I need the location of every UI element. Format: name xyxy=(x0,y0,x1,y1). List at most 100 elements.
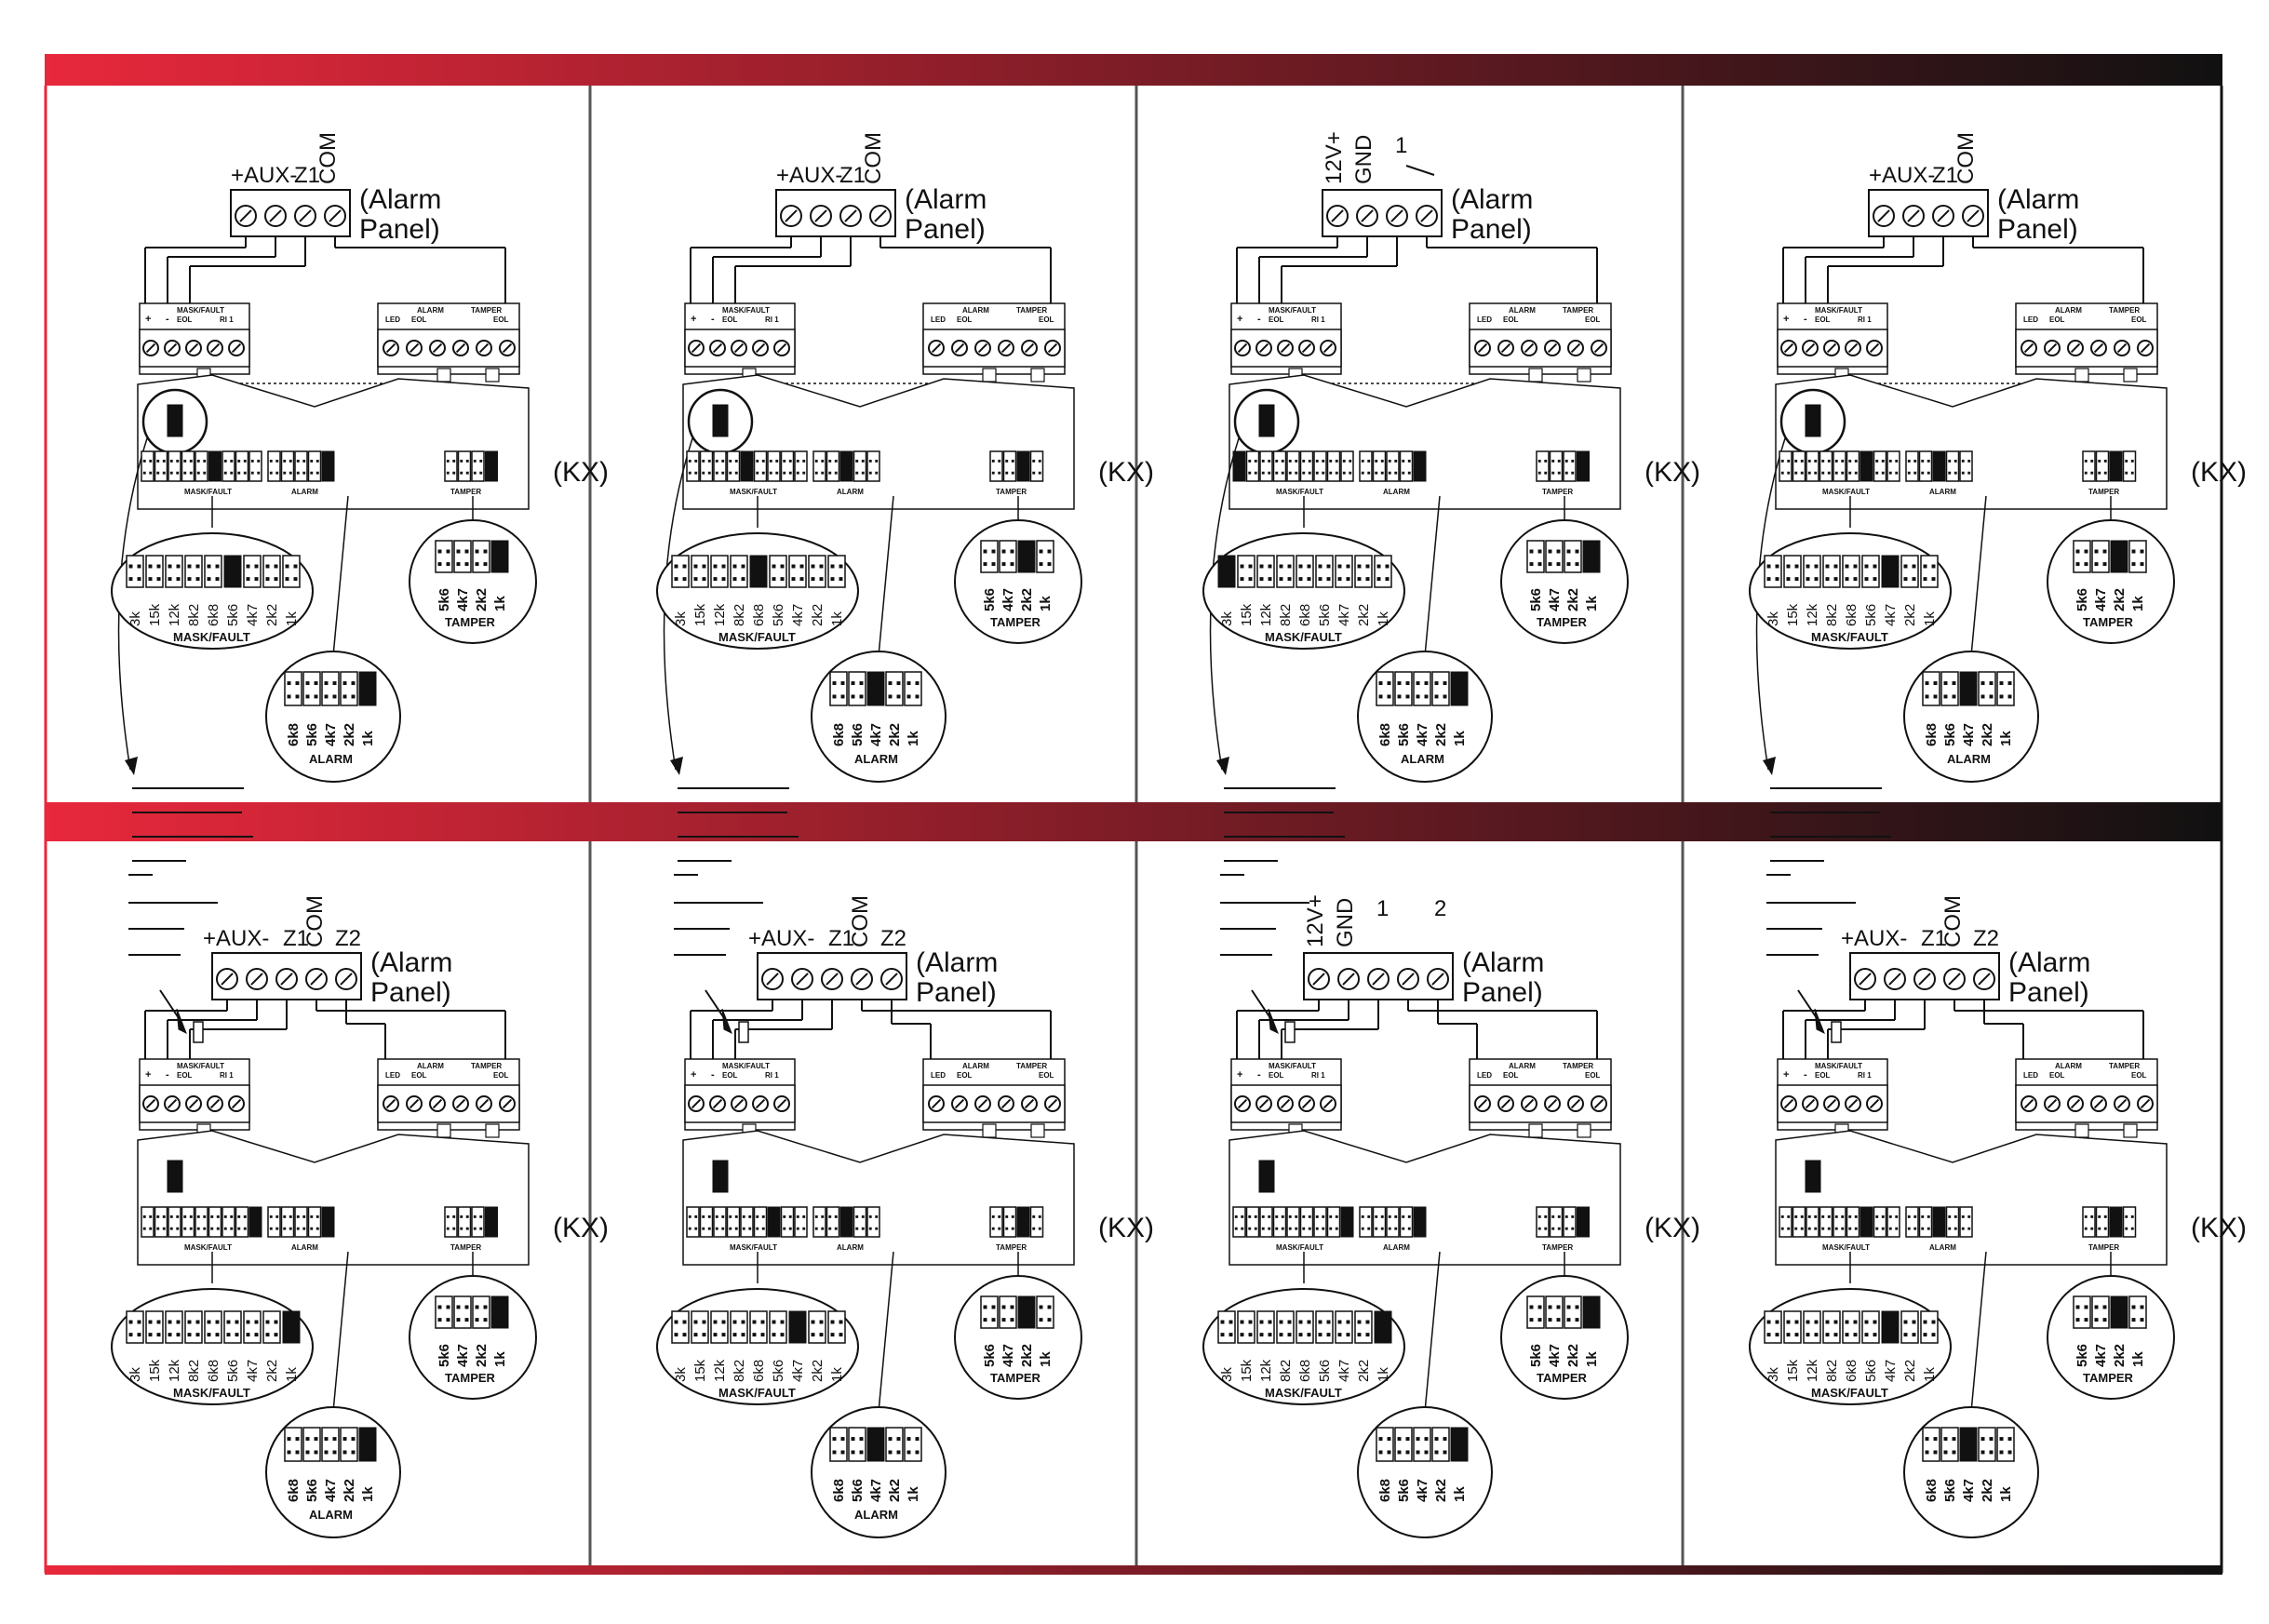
pin xyxy=(1530,1318,1534,1322)
pin xyxy=(1953,694,1956,698)
pin xyxy=(1367,460,1370,463)
mask-value-label: 1k xyxy=(284,1367,300,1382)
jumper-pin-pair xyxy=(2124,1207,2136,1237)
label-eol: EOL xyxy=(1269,315,1284,324)
label-tamper: TAMPER xyxy=(1016,306,1047,315)
alarm-panel-label: (Alarm xyxy=(1997,184,2079,215)
pin xyxy=(1221,1333,1225,1336)
pin xyxy=(2008,681,2012,685)
pin xyxy=(1854,565,1858,569)
pin xyxy=(1846,577,1849,581)
pin xyxy=(203,1228,206,1230)
pcb-label-tamper: TAMPER xyxy=(450,488,481,496)
pin xyxy=(484,550,488,554)
jumper-pin-pair xyxy=(770,556,786,587)
mask-value-label: 5k6 xyxy=(771,604,786,626)
tamper-value-label: 5k6 xyxy=(436,588,452,611)
pin xyxy=(781,565,785,569)
pin xyxy=(998,472,1000,475)
pin xyxy=(733,565,737,569)
label-eol: EOL xyxy=(2131,1071,2147,1080)
tamper-value-label: 1k xyxy=(1038,596,1054,611)
jumper-pin-pair xyxy=(1920,451,1932,481)
ri-jumper xyxy=(1806,405,1820,436)
pcb-tamper-jumpers xyxy=(445,1207,498,1237)
pin xyxy=(2000,1450,2004,1454)
pin xyxy=(1875,460,1878,463)
jumper-pin-pair xyxy=(768,451,780,481)
pin xyxy=(1316,460,1319,463)
pin xyxy=(748,1228,751,1230)
pin xyxy=(743,1215,745,1218)
jumper-pin-pair xyxy=(1874,451,1886,481)
jumper-pin-pair xyxy=(2097,451,2109,481)
pin xyxy=(1981,1437,1985,1441)
pin xyxy=(689,1228,691,1230)
pin xyxy=(839,1333,843,1336)
pin xyxy=(2125,472,2128,475)
mask-value-label: 15k xyxy=(1785,603,1801,626)
pin xyxy=(325,1437,329,1441)
jumper-pin-pair xyxy=(854,1207,866,1237)
pin xyxy=(170,1228,173,1230)
pin xyxy=(1308,577,1311,581)
pin xyxy=(1781,1228,1784,1230)
pin xyxy=(283,472,286,475)
mask-value-label: 8k2 xyxy=(732,1360,747,1382)
label-minus: - xyxy=(166,1069,169,1080)
pin xyxy=(1932,1321,1936,1324)
jumper-pin-pair xyxy=(1833,451,1846,481)
pin xyxy=(306,1437,310,1441)
pin xyxy=(188,577,192,581)
label-1: 1 xyxy=(1376,896,1389,921)
pin xyxy=(1567,550,1571,554)
jumper-pin-pair xyxy=(322,672,339,705)
pin xyxy=(775,472,778,475)
pcb-alarm-jumpers xyxy=(1360,451,1426,481)
jumper-pin-pair xyxy=(1414,672,1430,705)
alarm-panel-label: Panel) xyxy=(1462,977,1543,1008)
pin xyxy=(1255,1228,1257,1230)
pin xyxy=(1558,460,1561,463)
pin xyxy=(288,681,291,685)
pin xyxy=(852,1437,855,1441)
jumper-pin-pair xyxy=(263,556,280,587)
pin xyxy=(2141,1318,2144,1322)
label-mask-fault: MASK/FAULT xyxy=(177,1062,224,1070)
pin xyxy=(841,1450,845,1454)
pin xyxy=(1343,472,1346,475)
mask-value-label: 12k xyxy=(1258,1359,1274,1382)
pin xyxy=(1379,1450,1383,1454)
pin xyxy=(984,550,987,554)
pin xyxy=(2103,562,2107,566)
mask-value-label: 15k xyxy=(147,603,163,626)
pin xyxy=(1544,1228,1547,1230)
jumper-pin-pair xyxy=(459,1207,471,1237)
resistor-link xyxy=(1031,1124,1044,1137)
pin xyxy=(1248,460,1251,463)
pcb-mask-jumpers xyxy=(687,451,807,481)
mask-value-label: 2k2 xyxy=(1902,1360,1918,1382)
pin xyxy=(708,1228,711,1230)
label-eol: EOL xyxy=(1039,315,1054,324)
jumper-pin-pair xyxy=(168,451,181,481)
pin xyxy=(316,460,319,463)
pin xyxy=(210,1215,213,1218)
alarm-value-label: 6k8 xyxy=(286,1479,302,1502)
pin xyxy=(1795,1321,1799,1324)
pin xyxy=(833,681,837,685)
label-eol: EOL xyxy=(177,1071,193,1080)
pin xyxy=(1221,1321,1225,1324)
pin xyxy=(1389,472,1391,475)
label-ri1: RI 1 xyxy=(765,315,779,324)
pin xyxy=(869,460,872,463)
pin xyxy=(1776,1333,1779,1336)
label-gnd: GND xyxy=(1351,135,1376,184)
pin xyxy=(992,1228,995,1230)
pin xyxy=(1362,1228,1364,1230)
pin xyxy=(156,472,159,475)
pin xyxy=(476,1306,479,1309)
pin xyxy=(860,1450,864,1454)
jumper-pin-pair xyxy=(1901,1311,1918,1343)
arrow-line xyxy=(1971,496,1986,656)
